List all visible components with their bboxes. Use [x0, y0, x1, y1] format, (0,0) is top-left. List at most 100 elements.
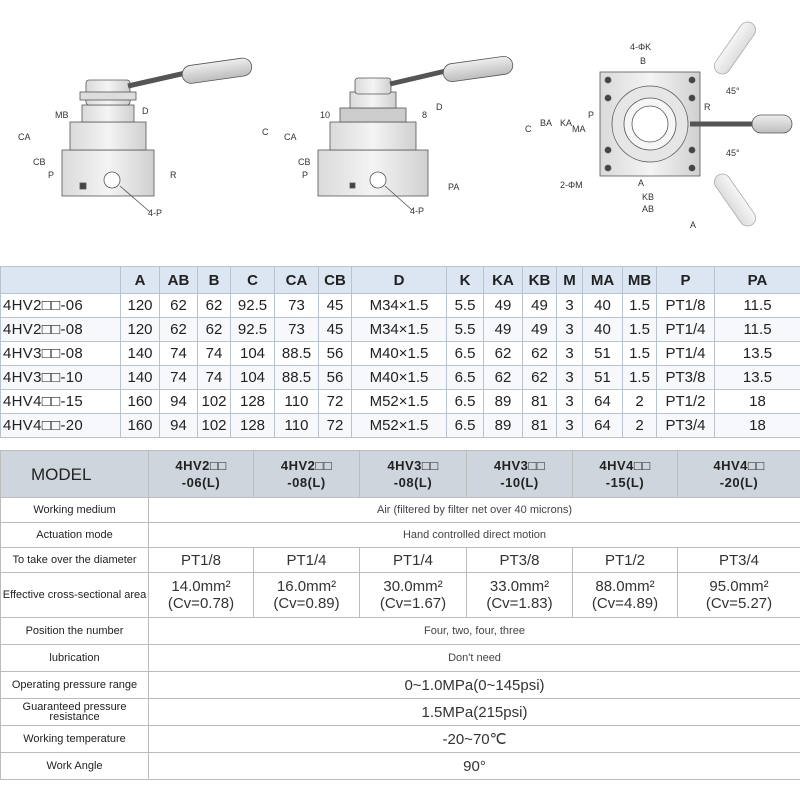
label-d: D: [142, 106, 149, 116]
label-ka: KA: [560, 118, 572, 128]
row-guaranteed-pressure: Guaranteed pressure resistance 1.5MPa(21…: [0, 698, 800, 726]
value-diameter: PT1/2: [572, 547, 678, 573]
dimension-cell: 160: [120, 389, 160, 414]
model-col-2: 4HV2□□-08(L): [253, 450, 360, 498]
value-diameter: PT1/4: [253, 547, 360, 573]
value-effective-area: 95.0mm²(Cv=5.27): [677, 572, 800, 618]
label-position-number: Position the number: [0, 617, 149, 645]
label-d: D: [436, 102, 443, 112]
row-actuation-mode: Actuation mode Hand controlled direct mo…: [0, 522, 800, 548]
value-diameter: PT3/4: [677, 547, 800, 573]
value-guaranteed-pressure: 1.5MPa(215psi): [148, 698, 800, 726]
dimension-cell: 62: [159, 317, 198, 342]
label-45-top: 45°: [726, 86, 740, 96]
label-working-medium: Working medium: [0, 497, 149, 523]
model-col-5: 4HV4□□-15(L): [572, 450, 678, 498]
header-model: [0, 266, 121, 294]
dimension-cell: 18: [714, 389, 800, 414]
dimension-cell: 49: [522, 317, 557, 342]
row-working-medium: Working medium Air (filtered by filter n…: [0, 497, 800, 523]
dimension-cell: 62: [159, 293, 198, 318]
model-cell: 4HV4□□-20: [0, 413, 121, 438]
dimension-cell: 102: [197, 413, 231, 438]
dimension-cell: PT1/8: [656, 293, 715, 318]
label-kb: KB: [642, 192, 654, 202]
value-effective-area: 30.0mm²(Cv=1.67): [359, 572, 467, 618]
dimension-cell: PT3/4: [656, 413, 715, 438]
label-p: P: [302, 170, 308, 180]
label-8: 8: [422, 110, 427, 120]
header-k: K: [446, 266, 484, 294]
value-diameter: PT3/8: [466, 547, 573, 573]
dimension-cell: 49: [483, 317, 523, 342]
dimension-cell: 62: [522, 365, 557, 390]
dimension-cell: 74: [197, 365, 231, 390]
dimension-cell: 62: [522, 341, 557, 366]
dimension-cell: 72: [318, 389, 352, 414]
dimension-cell: 104: [230, 341, 275, 366]
dimension-cell: 64: [582, 389, 623, 414]
row-diameter: To take over the diameter PT1/8 PT1/4 PT…: [0, 547, 800, 573]
dimension-cell: 2: [622, 389, 657, 414]
label-45-bottom: 45°: [726, 148, 740, 158]
dimension-cell: 110: [274, 389, 319, 414]
value-effective-area: 16.0mm²(Cv=0.89): [253, 572, 360, 618]
value-diameter: PT1/8: [148, 547, 254, 573]
dimension-cell: 89: [483, 413, 523, 438]
dimension-cell: 120: [120, 293, 160, 318]
label-r: R: [170, 170, 177, 180]
label-c: C: [525, 124, 532, 134]
dimension-cell: 11.5: [714, 317, 800, 342]
value-working-temperature: -20~70℃: [148, 725, 800, 753]
dimension-cell: 62: [483, 365, 523, 390]
label-operating-pressure: Operating pressure range: [0, 671, 149, 699]
dimension-cell: 11.5: [714, 293, 800, 318]
label-ab: AB: [642, 204, 654, 214]
label-guaranteed-pressure: Guaranteed pressure resistance: [0, 698, 149, 726]
model-col-4: 4HV3□□-10(L): [466, 450, 573, 498]
top-view-drawing: [599, 21, 793, 227]
value-position-number: Four, two, four, three: [148, 617, 800, 645]
label-work-angle: Work Angle: [0, 752, 149, 780]
dimension-header-row: A AB B C CA CB D K KA KB M MA MB P PA: [0, 266, 800, 294]
value-work-angle: 90°: [148, 752, 800, 780]
label-lubrication: lubrication: [0, 644, 149, 672]
value-effective-area: 88.0mm²(Cv=4.89): [572, 572, 678, 618]
label-diameter: To take over the diameter: [0, 547, 149, 573]
model-label: MODEL: [0, 450, 149, 498]
header-b: B: [197, 266, 231, 294]
label-ba: BA: [540, 118, 552, 128]
header-ab: AB: [159, 266, 198, 294]
label-effective-area: Effective cross-sectional area: [0, 572, 149, 618]
value-diameter: PT1/4: [359, 547, 467, 573]
dimension-cell: 140: [120, 365, 160, 390]
model-cell: 4HV3□□-10: [0, 365, 121, 390]
row-operating-pressure: Operating pressure range 0~1.0MPa(0~145p…: [0, 671, 800, 699]
dimension-cell: 81: [522, 389, 557, 414]
dimension-cell: 1.5: [622, 341, 657, 366]
label-4p: 4-P: [148, 208, 162, 218]
dimension-cell: 49: [522, 293, 557, 318]
dimension-cell: 72: [318, 413, 352, 438]
dimension-cell: PT1/4: [656, 317, 715, 342]
dimension-cell: 1.5: [622, 365, 657, 390]
label-pa: PA: [448, 182, 459, 192]
spec-table: MODEL 4HV2□□-06(L) 4HV2□□-08(L) 4HV3□□-0…: [0, 450, 800, 780]
dimension-cell: 110: [274, 413, 319, 438]
front-view-drawing: [317, 55, 514, 211]
label-working-temperature: Working temperature: [0, 725, 149, 753]
header-a: A: [120, 266, 160, 294]
row-work-angle: Work Angle 90°: [0, 752, 800, 780]
dimension-cell: 6.5: [446, 365, 484, 390]
value-actuation-mode: Hand controlled direct motion: [148, 522, 800, 548]
dimension-cell: M34×1.5: [351, 317, 447, 342]
header-mb: MB: [622, 266, 657, 294]
header-m: M: [556, 266, 583, 294]
dimension-cell: M52×1.5: [351, 389, 447, 414]
header-c: C: [230, 266, 275, 294]
dimension-cell: 3: [556, 341, 583, 366]
header-pa: PA: [714, 266, 800, 294]
